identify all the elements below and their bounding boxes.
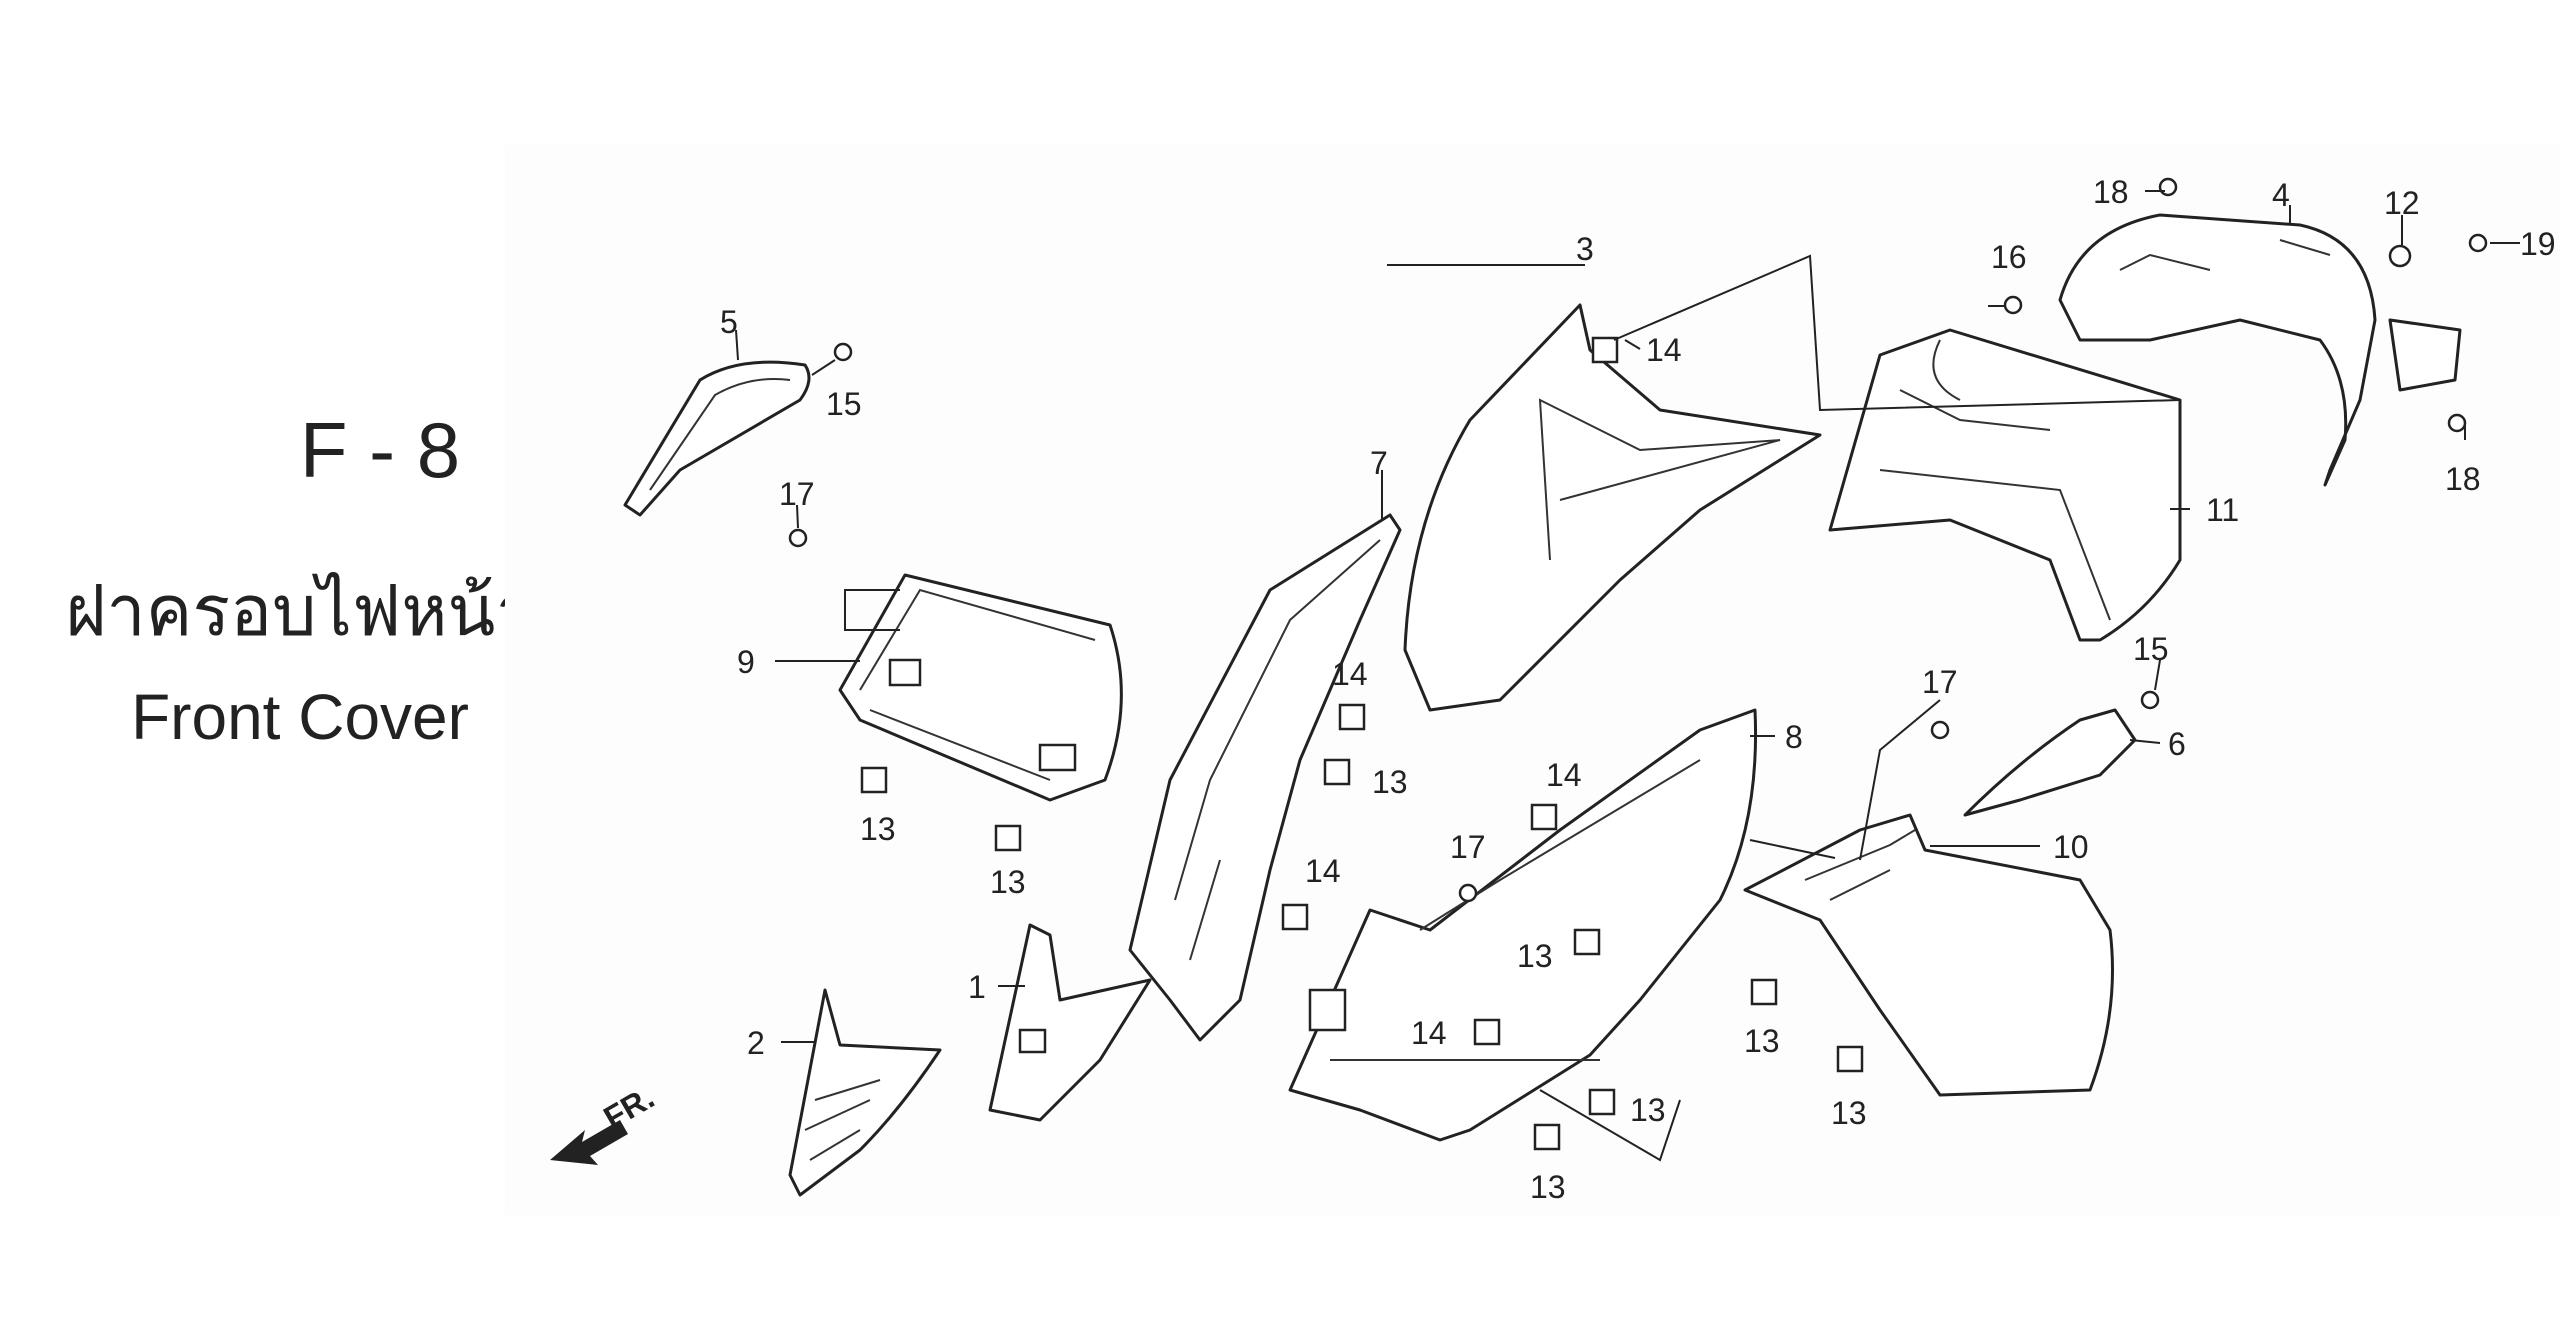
callout-15: 15	[2133, 631, 2169, 667]
callout-14: 14	[1546, 757, 1582, 793]
callout-18: 18	[2093, 174, 2129, 210]
callout-14: 14	[1332, 656, 1368, 692]
callout-19: 19	[2520, 226, 2556, 262]
callout-16: 16	[1991, 239, 2027, 275]
leader-lines	[735, 190, 2520, 1162]
callout-13: 13	[990, 864, 1026, 900]
title-english: Front Cover	[131, 681, 469, 753]
callout-13: 13	[1831, 1095, 1867, 1131]
callout-13: 13	[1372, 764, 1408, 800]
callout-13: 13	[1517, 938, 1553, 974]
part-10	[1743, 813, 2114, 1097]
callout-18: 18	[2445, 461, 2481, 497]
part-5	[623, 360, 811, 517]
callout-13: 13	[860, 811, 896, 847]
part-8	[1288, 708, 1758, 1142]
callout-12: 12	[2384, 185, 2420, 221]
callout-5: 5	[720, 304, 738, 340]
title-thai: ฝาครอบไฟหน้า	[65, 572, 535, 650]
callout-13: 13	[1530, 1169, 1566, 1205]
diagram-code: F - 8	[299, 406, 461, 494]
callout-13: 13	[1744, 1023, 1780, 1059]
part-7	[1128, 513, 1402, 1042]
callout-14: 14	[1646, 332, 1682, 368]
callout-17: 17	[1450, 829, 1486, 865]
part-4	[2058, 213, 2462, 487]
part-2	[788, 988, 942, 1197]
callout-9: 9	[737, 644, 755, 680]
callout-4: 4	[2272, 177, 2290, 213]
callout-8: 8	[1785, 719, 1803, 755]
callout-2: 2	[747, 1025, 765, 1061]
part-6	[1963, 708, 2137, 817]
part-9	[838, 573, 1123, 802]
fasteners	[788, 177, 2488, 1151]
callout-11: 11	[2206, 492, 2239, 528]
callout-17: 17	[779, 476, 815, 512]
callout-10: 10	[2053, 829, 2089, 865]
callout-3: 3	[1576, 231, 1594, 267]
callout-1: 1	[968, 969, 986, 1005]
part-3	[1403, 303, 1822, 712]
part-1	[988, 923, 1152, 1122]
callout-7: 7	[1370, 445, 1388, 481]
callout-13: 13	[1630, 1092, 1666, 1128]
callout-14: 14	[1305, 853, 1341, 889]
callout-numbers: 5 15 17 9 13 13 2 1 7 14 13 14 3 14 17 1…	[720, 174, 2556, 1205]
callout-6: 6	[2168, 726, 2186, 762]
callout-17: 17	[1922, 664, 1958, 700]
callout-15: 15	[826, 386, 862, 422]
callout-14: 14	[1411, 1015, 1447, 1051]
